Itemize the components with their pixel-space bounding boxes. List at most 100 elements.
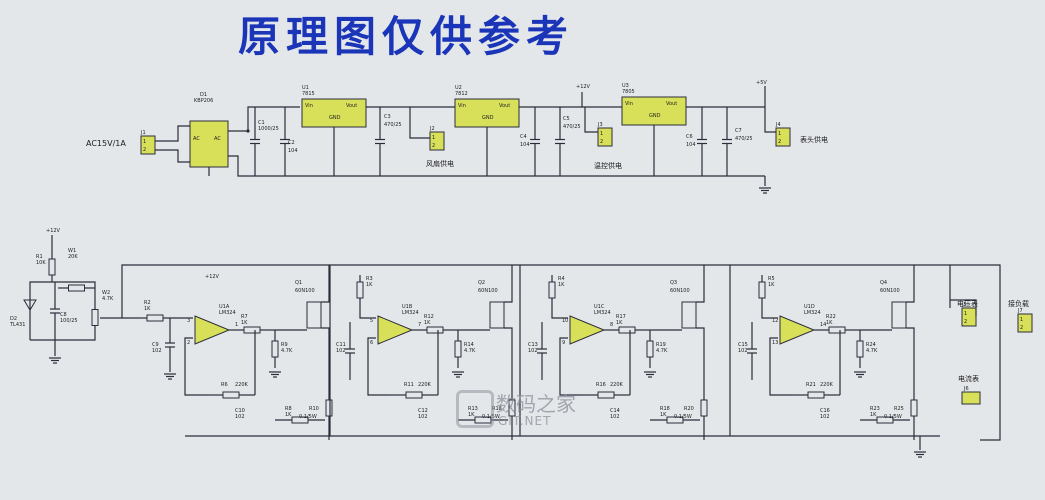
rs-ref: R20 [684, 406, 694, 412]
pin-label: 14 [820, 322, 826, 328]
cf-ref: C16 [820, 408, 830, 414]
pin-label: 8 [610, 322, 613, 328]
c1-val: 1000/25 [258, 126, 279, 132]
c4-val: 104 [520, 142, 530, 148]
d2-val: TL431 [9, 322, 25, 328]
pin-label: 2 [143, 147, 146, 153]
cp-ref: C11 [336, 342, 346, 348]
resistor [646, 340, 654, 358]
c6-val: 104 [686, 142, 696, 148]
rs-val: 0.1/5W [482, 414, 500, 420]
w2-val: 4.7K [102, 296, 114, 302]
wire [321, 265, 330, 303]
mosfet-part: 60N100 [880, 288, 900, 294]
rp-val: 1K [558, 282, 565, 288]
d2-ref: D2 [10, 316, 17, 322]
rb-ref: R23 [870, 406, 880, 412]
resistor [271, 340, 279, 358]
c1-ref: C1 [258, 120, 265, 126]
rin-ref: R12 [424, 314, 434, 320]
regulator-u1 [301, 98, 367, 128]
rin-val: 1K [826, 320, 833, 326]
connector-j7-ref: J7 [1017, 308, 1023, 314]
rg-ref: R14 [464, 342, 474, 348]
wire [100, 264, 950, 319]
pin-label: 1 [235, 322, 238, 328]
cf-ref: C14 [610, 408, 620, 414]
rin-val: 1K [616, 320, 623, 326]
pin-label: 1 [432, 135, 435, 141]
mosfet-q1 [306, 301, 322, 329]
rb-ref: R8 [285, 406, 292, 412]
wire [155, 125, 190, 142]
wire [950, 264, 1001, 441]
rs-val: 0.1/5W [299, 414, 317, 420]
opamp-part: LM324 [402, 310, 419, 316]
rb-val: 1K [468, 412, 475, 418]
connector-j6 [961, 391, 981, 405]
c7-ref: C7 [735, 128, 742, 134]
watermark-subtext: GIT.NET [498, 414, 552, 428]
connector-j3-ref: J3 [597, 122, 603, 128]
rin-ref: R22 [826, 314, 836, 320]
mosfet-part: 60N100 [478, 288, 498, 294]
regulator-u2 [454, 98, 520, 128]
c3-val: 470/25 [384, 122, 402, 128]
wire [409, 107, 430, 139]
rp-ref: R3 [366, 276, 373, 282]
regulator-u3 [621, 96, 687, 126]
load-connector-label: 接负载 [1008, 299, 1029, 308]
connector-j2-ref: J2 [429, 126, 435, 132]
c2-val: 104 [288, 148, 298, 154]
resistor [910, 399, 918, 417]
opamp-part: LM324 [804, 310, 821, 316]
c5-ref: C5 [563, 116, 570, 122]
regulator-u1-gnd: GND [329, 115, 341, 121]
voltmeter-label: 电压表 [957, 299, 978, 308]
connector-j4-ref: J4 [775, 122, 781, 128]
resistor [68, 284, 85, 292]
regulator-u3-vin: Vin [625, 101, 633, 107]
rg-ref: R24 [866, 342, 876, 348]
watermark-logo-icon [456, 390, 494, 428]
rf-ref: R16 [596, 382, 606, 388]
rp-ref: R5 [768, 276, 775, 282]
cp-val: 102 [528, 348, 538, 354]
c6-ref: C6 [686, 134, 693, 140]
rb-val: 1K [870, 412, 877, 418]
connector-j1-ref: J1 [140, 130, 146, 136]
wire [52, 281, 96, 300]
resistor [325, 399, 333, 417]
pin-label: 1 [600, 131, 603, 137]
rs-ref: R10 [309, 406, 319, 412]
resistor [758, 281, 766, 299]
rin-val: 1K [241, 320, 248, 326]
wire [228, 106, 300, 132]
pin-label: 2 [1020, 325, 1023, 331]
resistor [222, 391, 240, 399]
rail-5v: +5V [756, 80, 767, 86]
c9-ref: C9 [152, 342, 159, 348]
c8-val: 100/25 [60, 318, 78, 324]
rail-12v-load: +12V [46, 228, 61, 234]
pin-label: 3 [187, 318, 190, 324]
connector-j4 [775, 127, 791, 147]
regulator-u1-ref: U1 [302, 85, 309, 91]
r1-ref: R1 [36, 254, 43, 260]
connector-j6-ref: J6 [963, 386, 969, 392]
cp-val: 102 [336, 348, 346, 354]
connector-j7 [1017, 313, 1033, 333]
rb-val: 1K [660, 412, 667, 418]
wire [228, 155, 765, 177]
rin-ref: R17 [616, 314, 626, 320]
rb-ref: R18 [660, 406, 670, 412]
wire [559, 337, 582, 396]
c7-val: 470/25 [735, 136, 753, 142]
rb-ref: R13 [468, 406, 478, 412]
wire [906, 327, 915, 380]
rp-ref: R4 [558, 276, 565, 282]
rs-val: 0.1/5W [674, 414, 692, 420]
opamp-ref: U1A [219, 304, 230, 310]
opamp-u1a [194, 315, 231, 345]
